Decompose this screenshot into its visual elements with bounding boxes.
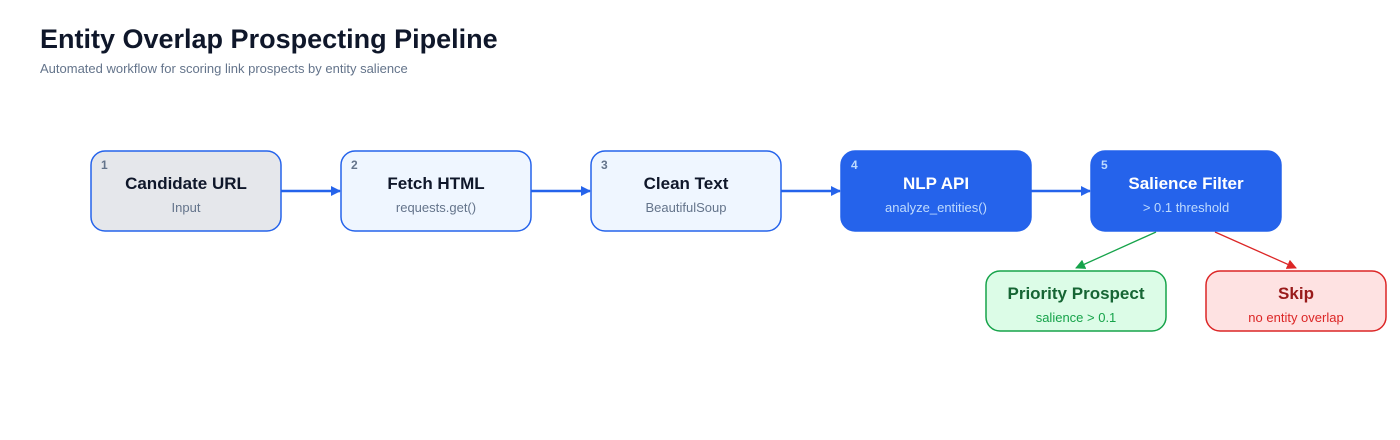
node-box [1090,150,1282,232]
node-title: Candidate URL [125,174,247,193]
node-subtitle: salience > 0.1 [1036,310,1117,325]
node-skip: Skip no entity overlap [1205,270,1387,332]
node-title: Clean Text [644,174,729,193]
node-subtitle: no entity overlap [1248,310,1343,325]
node-number: 1 [101,158,108,172]
node-box [90,150,282,232]
branch-arrow-priority [1075,231,1157,269]
node-subtitle: BeautifulSoup [646,200,727,215]
node-number: 5 [1101,158,1108,172]
node-priority: Priority Prospect salience > 0.1 [985,270,1167,332]
node-title: Fetch HTML [387,174,484,193]
node-box [985,270,1167,332]
page-subtitle: Automated workflow for scoring link pros… [40,61,408,76]
node-title: Salience Filter [1128,174,1244,193]
node-number: 3 [601,158,608,172]
page-title: Entity Overlap Prospecting Pipeline [40,24,498,54]
node-number: 4 [851,158,858,172]
node-title: Skip [1278,284,1314,303]
node-subtitle: requests.get() [396,200,476,215]
node-box [590,150,782,232]
node-box [840,150,1032,232]
branch-arrow-skip [1214,231,1297,269]
node-subtitle: Input [172,200,201,215]
node-box [340,150,532,232]
node-title: NLP API [903,174,969,193]
edges-layer [281,186,1297,269]
node-title: Priority Prospect [1008,284,1145,303]
node-subtitle: > 0.1 threshold [1143,200,1229,215]
node-subtitle: analyze_entities() [885,200,987,215]
node-box [1205,270,1387,332]
node-number: 2 [351,158,358,172]
